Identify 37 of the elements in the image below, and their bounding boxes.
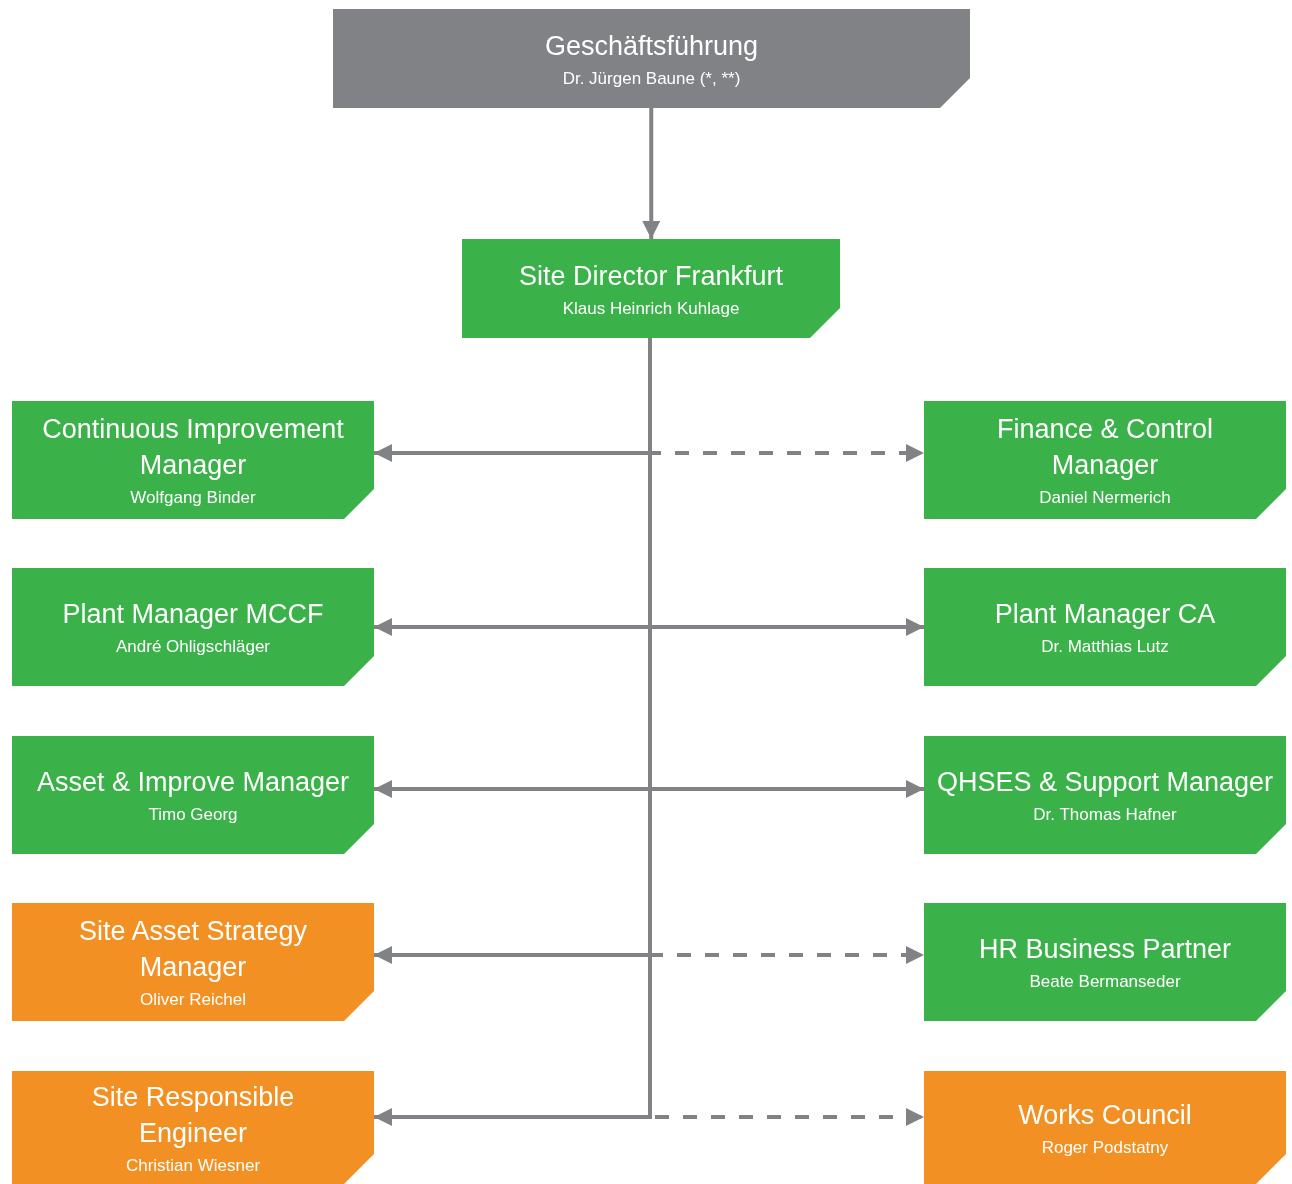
- person-name: Roger Podstatny: [1041, 1136, 1169, 1159]
- person-name: Dr. Thomas Hafner: [1033, 804, 1177, 826]
- role-title: Site Asset Strategy Manager: [77, 915, 309, 984]
- person-name: Klaus Heinrich Kuhlage: [562, 297, 740, 320]
- person-name: Beate Bermanseder: [1029, 971, 1181, 993]
- role-title: Continuous Improvement Manager: [41, 413, 345, 482]
- role-title: Asset & Improve Manager: [36, 766, 350, 799]
- org-box: [924, 903, 1286, 1021]
- role-title: Works Council: [1018, 1098, 1192, 1132]
- org-box: [12, 1071, 374, 1184]
- org-box: [462, 239, 840, 338]
- role-title: HR Business Partner: [978, 933, 1232, 966]
- person-name: Christian Wiesner: [125, 1154, 261, 1177]
- person-name: Timo Georg: [148, 804, 238, 826]
- person-name: Oliver Reichel: [140, 989, 246, 1011]
- arrow: [642, 108, 661, 239]
- role-title: Plant Manager CA: [994, 598, 1216, 631]
- person-name: André Ohligschläger: [116, 636, 270, 658]
- role-title: Site Director Frankfurt: [518, 259, 784, 293]
- org-box: [12, 736, 374, 854]
- person-name: Dr. Matthias Lutz: [1041, 636, 1169, 658]
- person-name: Wolfgang Binder: [130, 487, 256, 509]
- role-title: Site Responsible Engineer: [90, 1080, 296, 1150]
- person-name: Dr. Jürgen Baune (*, **): [562, 67, 741, 90]
- role-title: Geschäftsführung: [544, 29, 759, 63]
- org-box: [924, 736, 1286, 854]
- org-box: [12, 903, 374, 1021]
- org-box: [924, 568, 1286, 686]
- role-title: Plant Manager MCCF: [62, 598, 324, 631]
- org-box: [924, 401, 1286, 519]
- org-box: [333, 9, 970, 108]
- role-title: Finance & Control Manager: [995, 413, 1215, 482]
- org-box: [12, 568, 374, 686]
- org-box: [924, 1071, 1286, 1184]
- role-title: QHSES & Support Manager: [936, 766, 1274, 799]
- org-box: [12, 401, 374, 519]
- person-name: Daniel Nermerich: [1039, 487, 1171, 509]
